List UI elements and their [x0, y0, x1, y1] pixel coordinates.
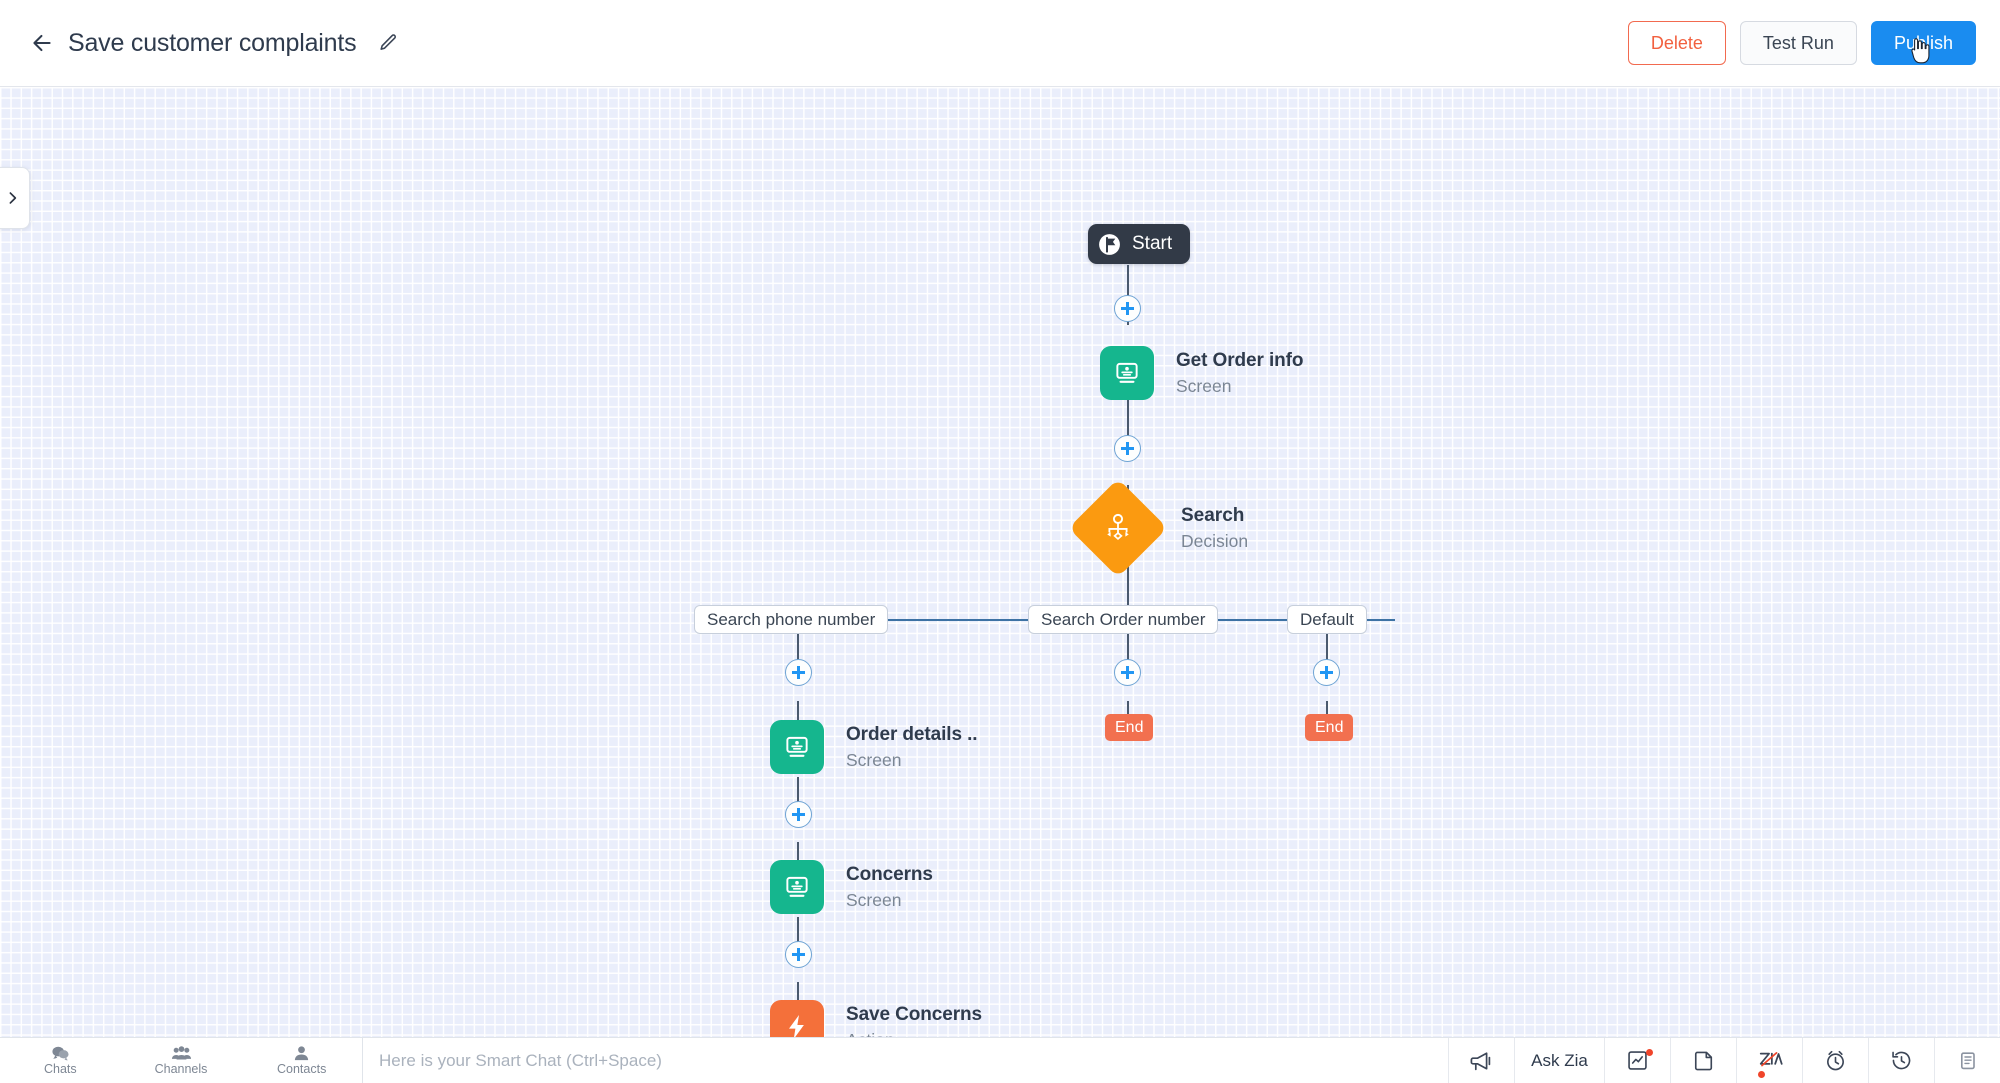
- page-title: Save customer complaints: [68, 28, 357, 57]
- connector-branch3-to-end: [1326, 701, 1329, 717]
- chevron-right-icon: [9, 192, 17, 204]
- flow-node-get-order-info[interactable]: Get Order info Screen: [1100, 346, 1303, 400]
- bottom-bar: Chats Channels Contacts: [0, 1037, 2000, 1083]
- flow-node-search-decision[interactable]: Search Decision: [1068, 478, 1248, 578]
- node-name: Concerns: [846, 863, 933, 885]
- play-flag-icon: [1099, 233, 1120, 255]
- screen-node-badge: [770, 720, 824, 774]
- bottom-utility-icons: Ask Zia: [1448, 1038, 2000, 1083]
- connector-to-orderdetails: [797, 701, 800, 721]
- connector-branch3-leg: [1326, 633, 1329, 675]
- megaphone-icon: [1470, 1051, 1490, 1070]
- zia-assistant-button[interactable]: [1736, 1038, 1802, 1083]
- add-node-button-2[interactable]: [1114, 435, 1141, 462]
- add-node-button-3[interactable]: [785, 801, 812, 828]
- connector-concerns-to-plus: [797, 917, 800, 956]
- connector-branch2-to-end: [1127, 701, 1130, 717]
- flow-node-order-details[interactable]: Order details .. Screen: [770, 720, 978, 774]
- node-type: Screen: [846, 749, 902, 770]
- header-actions: Delete Test Run Publish: [1627, 21, 1976, 65]
- announcements-button[interactable]: [1448, 1038, 1514, 1083]
- zia-badge: [1758, 1071, 1765, 1078]
- branch-label-default[interactable]: Default: [1287, 605, 1367, 634]
- test-run-button[interactable]: Test Run: [1739, 21, 1857, 65]
- connector-plus-to-saveconcerns: [797, 982, 800, 1002]
- flow-diagram: Start Get Order info Screen: [0, 87, 2000, 1083]
- analytics-icon: [1628, 1051, 1647, 1070]
- zia-icon: [1759, 1052, 1783, 1067]
- connector-getorder-to-decision: [1127, 387, 1130, 445]
- bottom-tab-channels[interactable]: Channels: [121, 1038, 242, 1083]
- reminders-button[interactable]: [1802, 1038, 1868, 1083]
- sticky-note-icon: [1694, 1051, 1712, 1071]
- flow-node-end-1[interactable]: End: [1105, 714, 1154, 741]
- node-text-block: Order details .. Screen: [846, 723, 978, 772]
- screen-monitor-icon: [1116, 362, 1138, 383]
- node-name: Search: [1181, 504, 1245, 526]
- arrow-left-icon: [33, 34, 51, 52]
- lightning-bolt-icon: [789, 1015, 804, 1039]
- branch-label-search-phone-number[interactable]: Search phone number: [694, 605, 889, 634]
- start-label: Start: [1132, 233, 1173, 254]
- smart-chat-input[interactable]: Here is your Smart Chat (Ctrl+Space): [362, 1038, 1448, 1083]
- app-header: Save customer complaints Delete Test Run…: [0, 0, 2000, 87]
- connector-decision-to-branches: [1127, 542, 1130, 620]
- branch-label-search-order-number[interactable]: Search Order number: [1028, 605, 1219, 634]
- analytics-button[interactable]: [1604, 1038, 1670, 1083]
- history-clock-icon: [1892, 1051, 1911, 1070]
- person-icon: [295, 1046, 309, 1061]
- screen-node-badge: [770, 860, 824, 914]
- node-name: Get Order info: [1176, 349, 1304, 371]
- node-type: Decision: [1181, 530, 1249, 551]
- clipboard-button[interactable]: [1934, 1038, 2000, 1083]
- bottom-tab-label: Chats: [44, 1062, 77, 1077]
- node-text-block: Concerns Screen: [846, 863, 933, 912]
- chat-bubbles-icon: [52, 1047, 69, 1061]
- edit-title-button[interactable]: [372, 27, 404, 59]
- bottom-tabs: Chats Channels Contacts: [0, 1038, 362, 1083]
- delete-button[interactable]: Delete: [1627, 21, 1726, 65]
- bottom-tab-chats[interactable]: Chats: [0, 1038, 121, 1083]
- node-text-block: Search Decision: [1181, 504, 1248, 553]
- left-panel-toggle[interactable]: [0, 167, 30, 229]
- add-node-button-1[interactable]: [1114, 295, 1141, 322]
- screen-monitor-icon: [786, 876, 808, 897]
- node-name: Save Concerns: [846, 1003, 982, 1025]
- screen-monitor-icon: [786, 736, 808, 757]
- flow-node-start[interactable]: Start: [1088, 224, 1191, 264]
- publish-button[interactable]: Publish: [1870, 21, 1976, 65]
- flow-node-end-2[interactable]: End: [1305, 714, 1354, 741]
- smart-chat-placeholder: Here is your Smart Chat (Ctrl+Space): [379, 1050, 662, 1070]
- bottom-tab-label: Contacts: [277, 1062, 327, 1077]
- connector-branch2-leg: [1127, 633, 1130, 675]
- node-name: Order details ..: [846, 723, 978, 745]
- flow-canvas[interactable]: Start Get Order info Screen: [0, 87, 2000, 1083]
- decision-node-badge: [1068, 478, 1168, 578]
- ask-zia-button[interactable]: Ask Zia: [1514, 1038, 1604, 1083]
- node-type: Screen: [846, 889, 902, 910]
- activity-history-button[interactable]: [1868, 1038, 1934, 1083]
- clipboard-copy-icon: [1960, 1051, 1975, 1069]
- notes-button[interactable]: [1670, 1038, 1736, 1083]
- connector-plus-to-concerns: [797, 842, 800, 862]
- alarm-clock-icon: [1827, 1050, 1844, 1071]
- people-group-icon: [171, 1046, 191, 1060]
- add-node-button-4[interactable]: [785, 941, 812, 968]
- connector-branch1-leg: [797, 633, 800, 675]
- connector-orderdetails-to-plus: [797, 777, 800, 816]
- node-type: Screen: [1176, 375, 1232, 396]
- add-node-button-branch1[interactable]: [785, 659, 812, 686]
- add-node-button-branch3[interactable]: [1313, 659, 1340, 686]
- bottom-tab-label: Channels: [154, 1062, 208, 1077]
- analytics-badge: [1646, 1049, 1653, 1056]
- add-node-button-branch2[interactable]: [1114, 659, 1141, 686]
- screen-node-badge: [1100, 346, 1154, 400]
- back-button[interactable]: [22, 23, 62, 63]
- bottom-tab-contacts[interactable]: Contacts: [241, 1038, 362, 1083]
- pencil-icon: [380, 34, 397, 50]
- node-text-block: Get Order info Screen: [1176, 349, 1303, 398]
- flow-node-concerns[interactable]: Concerns Screen: [770, 860, 933, 914]
- decision-branch-icon: [1107, 513, 1129, 541]
